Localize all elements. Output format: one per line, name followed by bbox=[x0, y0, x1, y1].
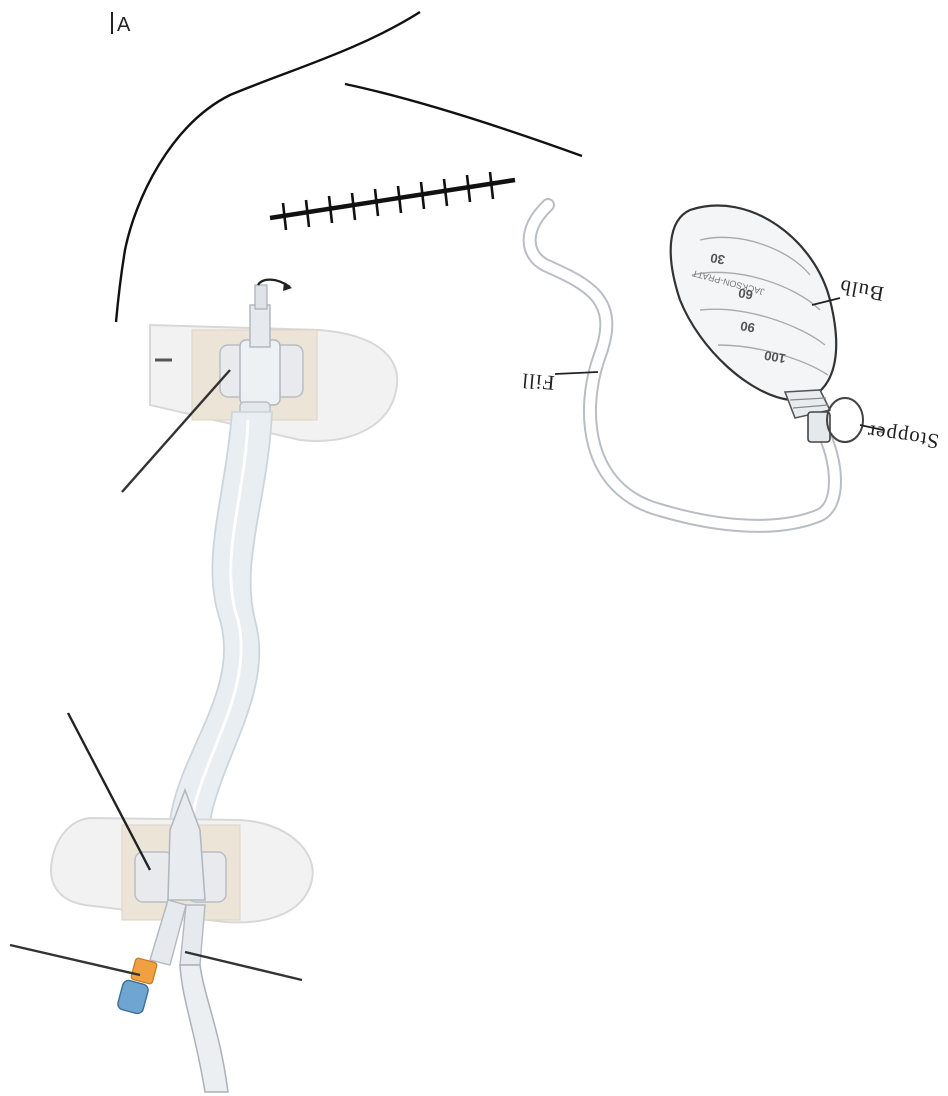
bulb-mark-30: 30 bbox=[709, 250, 726, 267]
sutured-incision bbox=[270, 172, 515, 230]
stopper-callout: Stopper bbox=[865, 420, 940, 454]
bulb-mark-60: 60 bbox=[737, 285, 754, 302]
bulb-mark-90: 90 bbox=[739, 318, 756, 335]
shoulder-contour bbox=[116, 12, 420, 322]
chest-contour bbox=[345, 84, 582, 156]
bulb-callout: Bulb bbox=[837, 275, 885, 306]
fill-callout: Fill bbox=[520, 368, 555, 395]
drainage-tube bbox=[170, 412, 272, 822]
side-port-cap bbox=[117, 958, 158, 1015]
upper-connector bbox=[220, 280, 303, 418]
panel-label: A bbox=[117, 14, 131, 36]
outgoing-tube bbox=[180, 965, 228, 1092]
jp-bulb: JACKSON-PRATT 30 60 90 100 bbox=[671, 206, 863, 442]
lower-connector bbox=[135, 790, 226, 965]
leader-line-lower-b bbox=[10, 945, 140, 975]
